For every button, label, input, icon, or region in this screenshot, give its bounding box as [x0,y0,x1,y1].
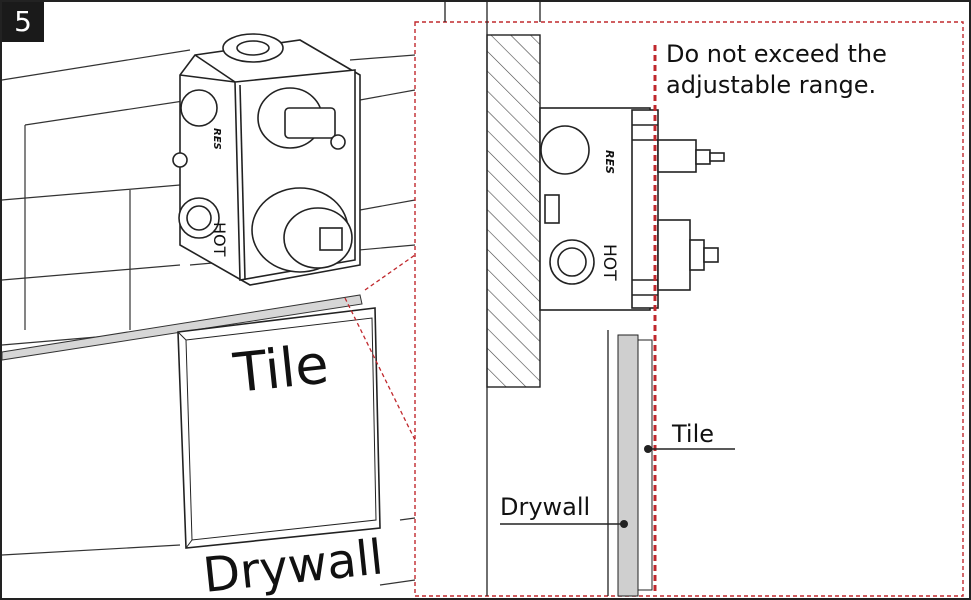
wall-stud-hatched [486,34,541,388]
warning-text-line-2: adjustable range. [666,71,876,99]
drywall-callout-label: Drywall [500,493,590,521]
tile-panel [177,307,381,549]
tile-big-label: Tile [230,332,332,405]
drywall-edge-strip [1,294,363,361]
left-valve-body [172,33,361,286]
left-brand-label: RES [211,128,222,150]
tile-callout [644,445,735,453]
warning-text-line-1: Do not exceed the [666,40,887,68]
tile-layer-section [617,334,639,597]
step-number-badge: 5 [2,2,44,42]
drywall-layer-section [637,339,653,591]
right-hot-label: HOT [599,244,619,281]
left-hot-label: HOT [210,222,229,257]
zoom-connector-lines [344,254,416,441]
right-valve-body [539,107,725,311]
right-brand-label: RES [603,150,616,174]
drywall-callout [500,520,628,528]
tile-callout-label: Tile [671,420,714,448]
